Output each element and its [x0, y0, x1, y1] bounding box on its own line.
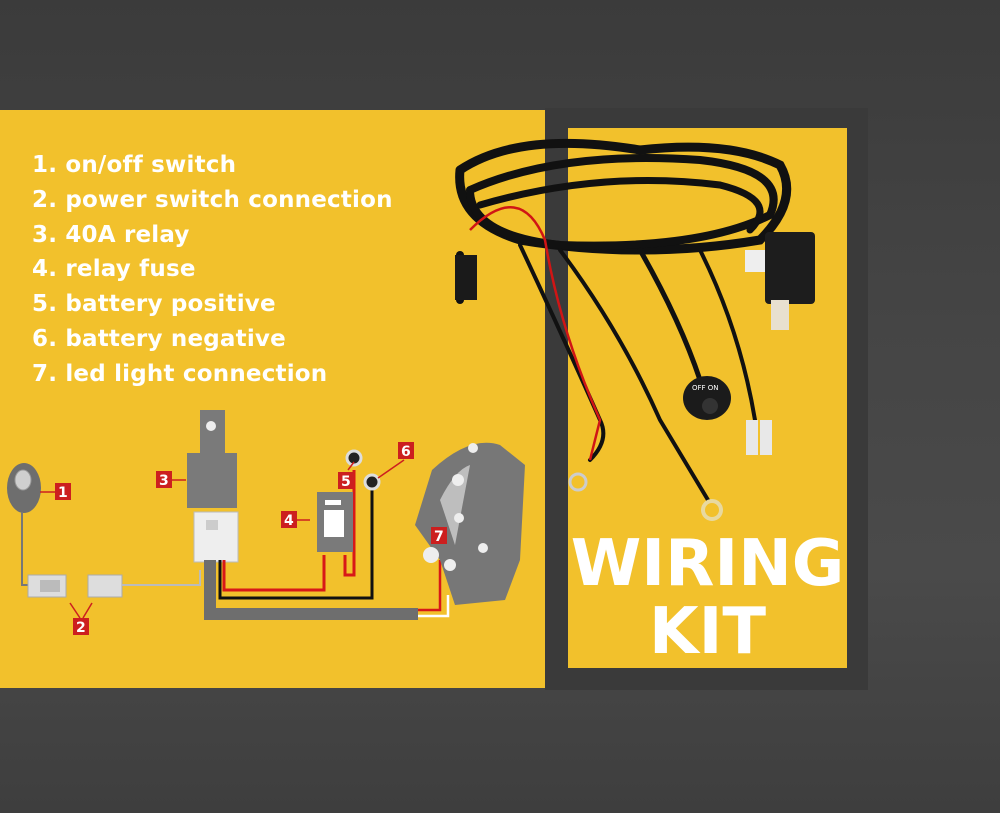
label-2: 2 [76, 620, 86, 636]
connector-icon [27, 570, 201, 598]
feature-item: 2. power switch connection [32, 186, 393, 213]
feature-item: 3. 40A relay [32, 221, 190, 248]
switch-photo-icon: OFF ON [683, 376, 731, 420]
battery-positive-terminal-icon [345, 449, 363, 467]
label-box-6 [398, 442, 414, 459]
title-line-1: WIRING [570, 527, 845, 601]
label-5: 5 [341, 474, 351, 490]
switch-label: OFF ON [692, 384, 719, 392]
feature-item: 7. led light connection [32, 360, 328, 387]
label-1: 1 [58, 485, 68, 501]
led-connector-icon [760, 420, 772, 455]
led-light-icon [415, 442, 525, 605]
feature-list: 1. on/off switch 2. power switch connect… [32, 148, 393, 392]
led-connector-icon [746, 420, 758, 455]
fuse-icon [317, 492, 353, 552]
label-4: 4 [284, 513, 294, 529]
label-box-5 [338, 472, 354, 489]
label-3: 3 [159, 473, 169, 489]
label-box-3 [156, 471, 172, 488]
feature-item: 4. relay fuse [32, 256, 196, 283]
fuse-holder-icon [455, 255, 477, 300]
label-box-4 [281, 511, 297, 528]
feature-item: 6. battery negative [32, 325, 286, 352]
label-box-7 [431, 527, 447, 544]
ring-terminal-negative-icon [701, 499, 723, 521]
relay-icon [187, 410, 239, 563]
switch-icon [7, 463, 41, 586]
feature-item: 1. on/off switch [32, 152, 237, 178]
label-box-2 [73, 618, 89, 635]
title-line-2: KIT [648, 595, 767, 669]
label-7: 7 [434, 529, 444, 545]
ring-terminal-positive-icon [568, 472, 588, 492]
label-6: 6 [401, 444, 411, 460]
label-box-1 [55, 483, 71, 500]
feature-item: 5. battery positive [32, 291, 276, 318]
battery-negative-terminal-icon [363, 473, 381, 491]
relay-photo-icon [745, 232, 815, 330]
